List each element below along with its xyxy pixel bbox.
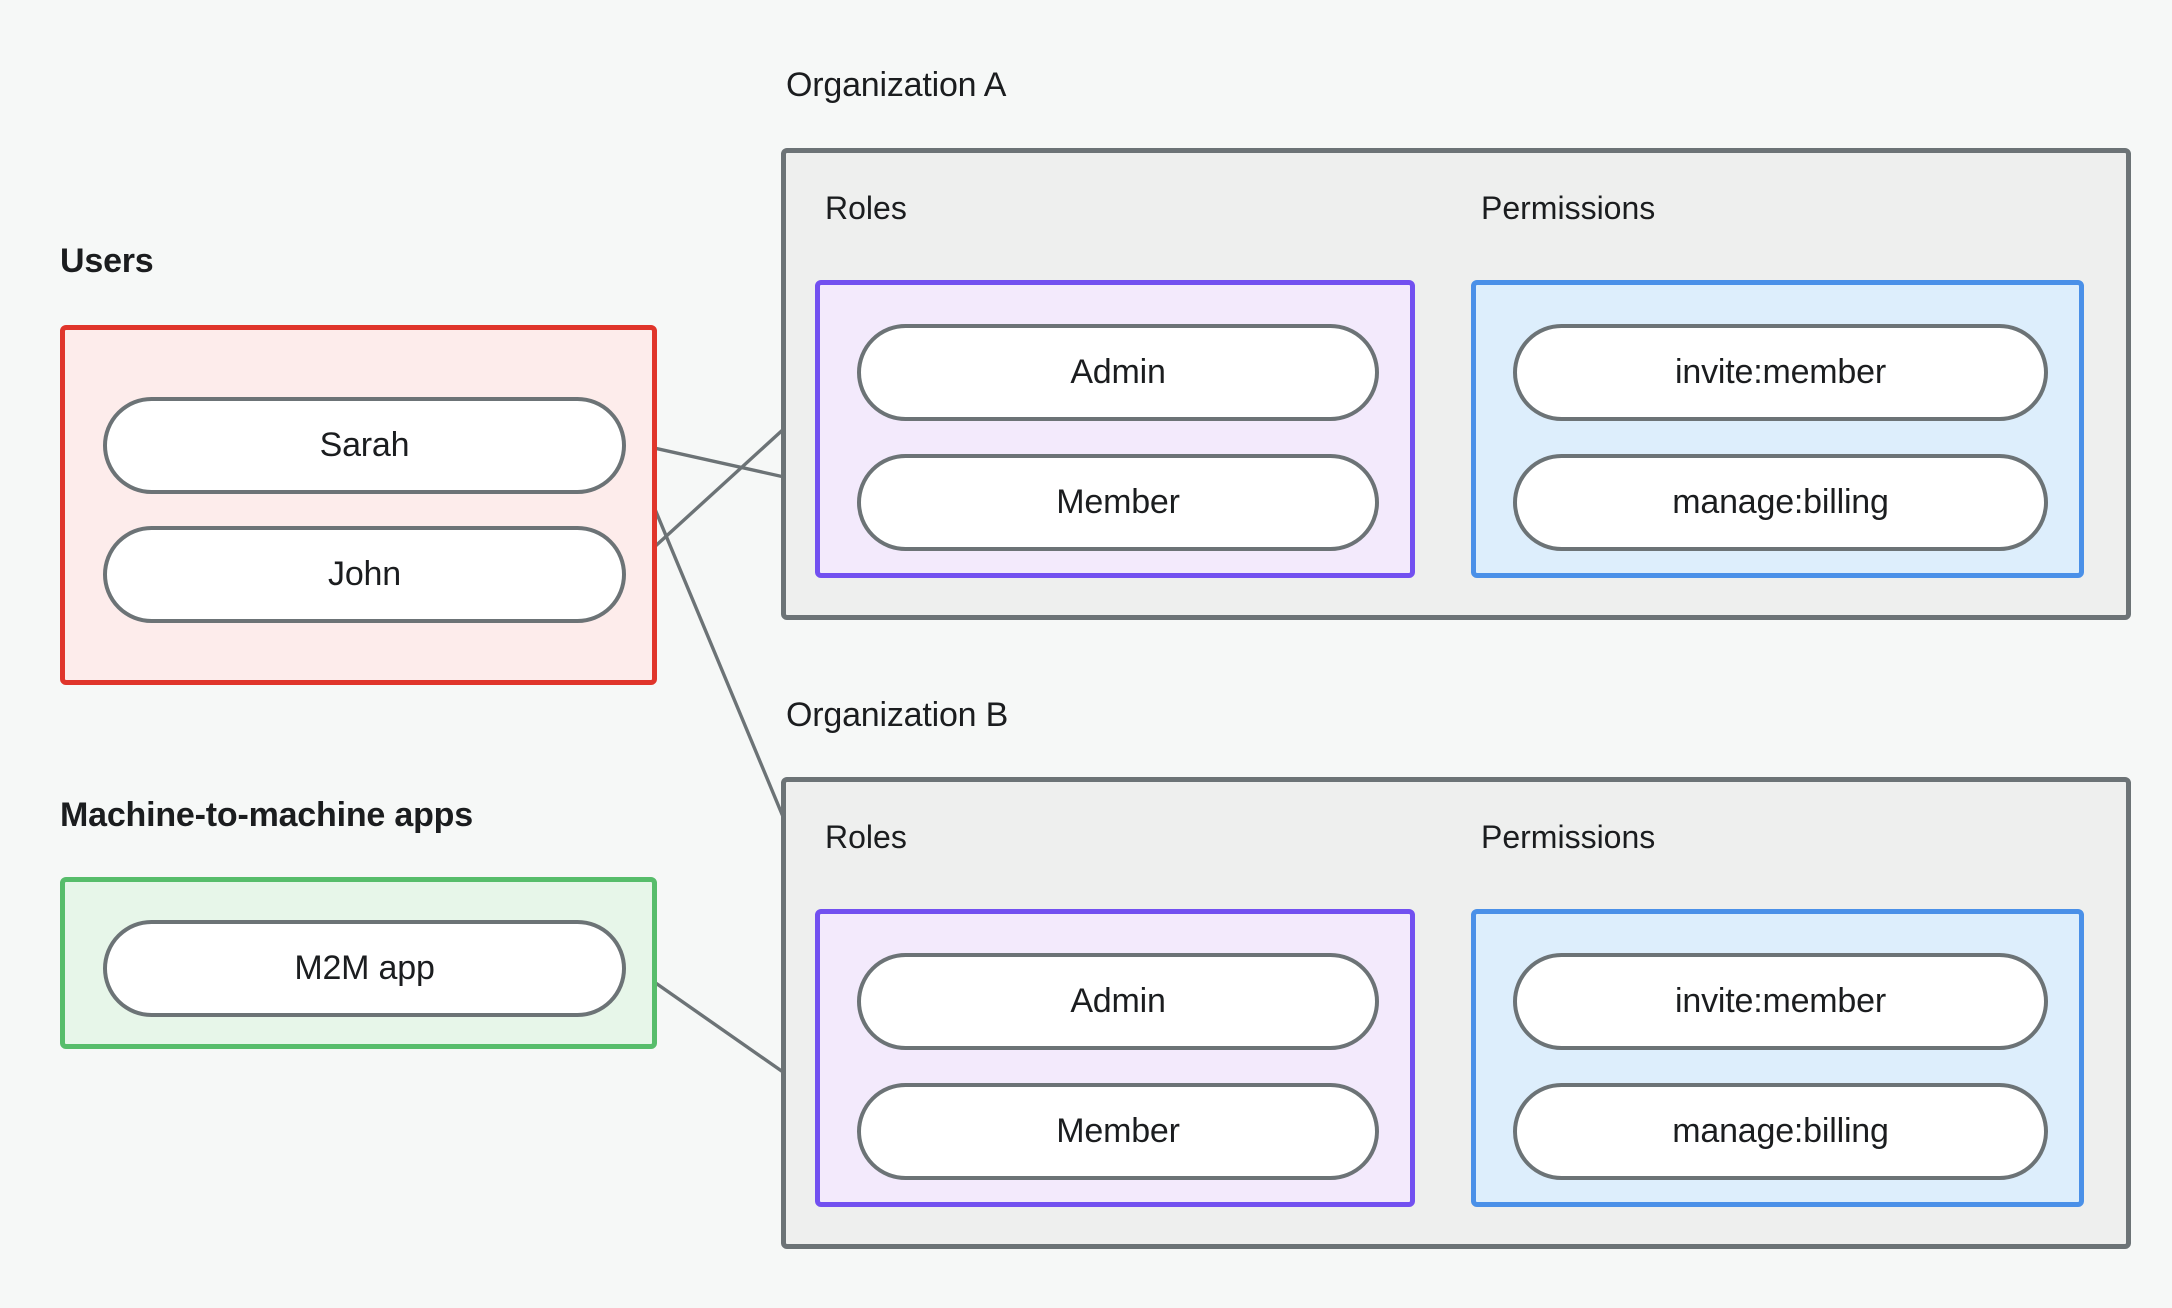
organization-b-permissions-title: Permissions: [1481, 819, 1656, 855]
organization-b-title: Organization B: [786, 696, 1009, 734]
organization-a-permissions-container: invite:member manage:billing: [1471, 280, 2084, 578]
organization-b-roles-title: Roles: [825, 819, 907, 855]
organization-a-permissions-title: Permissions: [1481, 190, 1656, 226]
organization-b-container: Roles Admin Member Permissions invite:me…: [781, 777, 2131, 1249]
organization-b-permission-manage-billing[interactable]: manage:billing: [1513, 1083, 2048, 1180]
users-caption: Users: [60, 242, 154, 280]
organization-b-permission-invite-member[interactable]: invite:member: [1513, 953, 2048, 1050]
users-container: Sarah John: [60, 325, 657, 685]
organization-a-title: Organization A: [786, 66, 1007, 104]
m2m-pill-app[interactable]: M2M app: [103, 920, 626, 1017]
organization-b-roles-container: Admin Member: [815, 909, 1415, 1207]
m2m-container: M2M app: [60, 877, 657, 1049]
organization-b-role-member[interactable]: Member: [857, 1083, 1379, 1180]
organization-a-role-admin[interactable]: Admin: [857, 324, 1379, 421]
organization-a-roles-container: Admin Member: [815, 280, 1415, 578]
user-pill-sarah[interactable]: Sarah: [103, 397, 626, 494]
m2m-caption: Machine-to-machine apps: [60, 796, 473, 834]
user-pill-john[interactable]: John: [103, 526, 626, 623]
organization-a-roles-title: Roles: [825, 190, 907, 226]
organization-b-permissions-container: invite:member manage:billing: [1471, 909, 2084, 1207]
organization-a-role-member[interactable]: Member: [857, 454, 1379, 551]
organization-a-permission-invite-member[interactable]: invite:member: [1513, 324, 2048, 421]
organization-a-container: Roles Admin Member Permissions invite:me…: [781, 148, 2131, 620]
organization-a-permission-manage-billing[interactable]: manage:billing: [1513, 454, 2048, 551]
organization-b-role-admin[interactable]: Admin: [857, 953, 1379, 1050]
